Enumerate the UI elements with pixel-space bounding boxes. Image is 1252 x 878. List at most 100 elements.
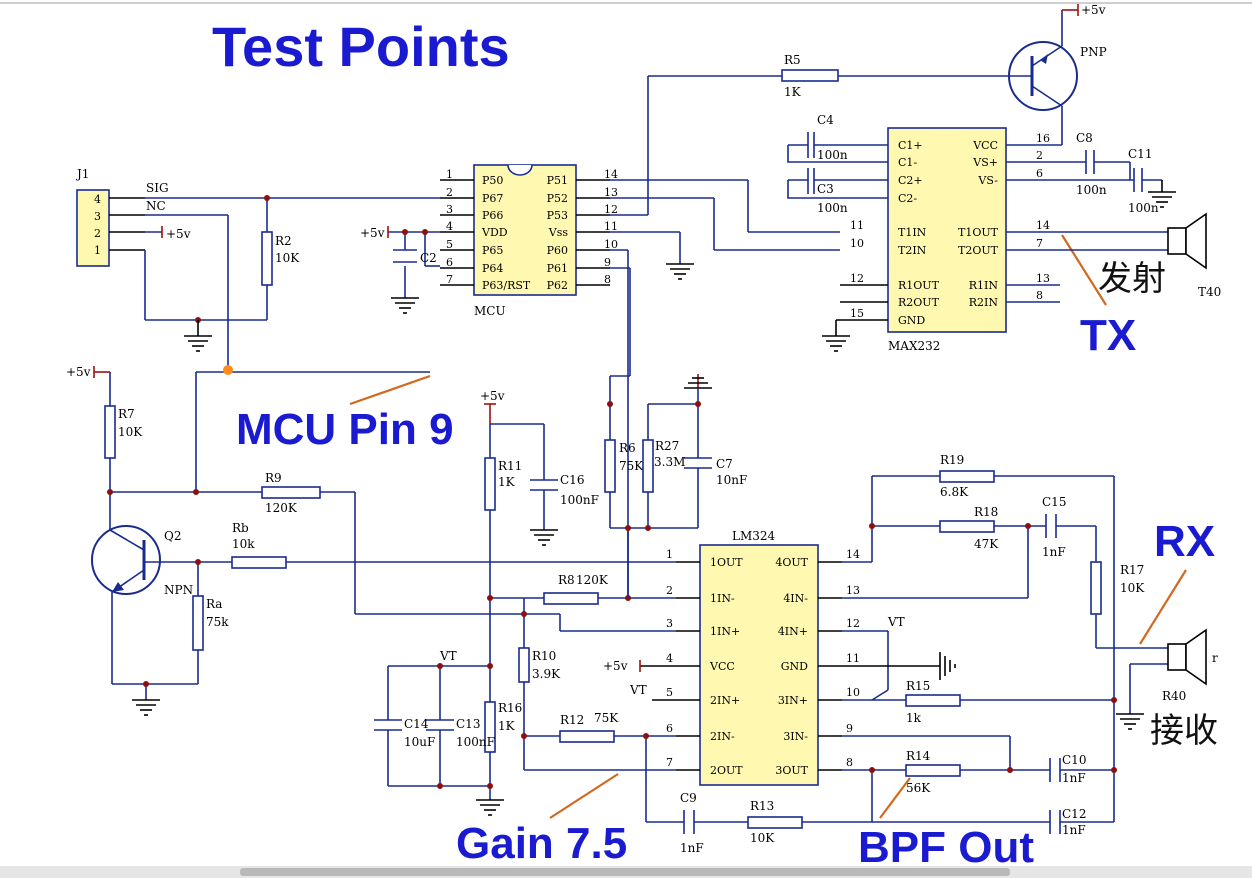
lm324-pin-label: 2IN+ [710,694,740,707]
lm324-pin-number: 4 [666,652,673,665]
svg-text:R6: R6 [619,441,636,455]
annotation-rx: RX [1154,517,1215,566]
svg-text:75k: 75k [206,615,229,629]
ground-r40 [1116,713,1144,730]
svg-text:VT: VT [887,615,905,629]
mcu-pin-label: P52 [547,192,568,205]
svg-text:3.3M: 3.3M [654,455,685,469]
svg-text:1K: 1K [784,85,802,99]
svg-text:R10: R10 [532,649,556,663]
max232-pin-label: C2+ [898,174,923,187]
transistor-q2: Q2 NPN [91,525,193,597]
svg-text:R40: R40 [1162,689,1186,703]
svg-text:10K: 10K [750,831,775,845]
max232-pin-number: 14 [1036,219,1050,232]
svg-text:R9: R9 [265,471,282,485]
lm324-pin-label: 4OUT [775,556,808,569]
svg-text:100n: 100n [817,201,848,215]
lm324-pin-number: 5 [666,686,673,699]
resistor-r14 [905,764,961,777]
mcu-pin-label: P62 [547,279,568,292]
svg-text:10K: 10K [1120,581,1145,595]
svg-text:1k: 1k [906,711,922,725]
mcu-pin-number: 4 [446,220,453,233]
max232-pin-number: 12 [850,272,864,285]
svg-text:R16: R16 [498,701,522,715]
svg-text:10k: 10k [232,537,255,551]
svg-text:10nF: 10nF [716,473,747,487]
mcu-chip: MCU [473,164,577,318]
svg-text:R15: R15 [906,679,930,693]
svg-text:C15: C15 [1042,495,1066,509]
svg-text:C12: C12 [1062,807,1086,821]
resistor-r12 [559,730,615,743]
svg-text:R19: R19 [940,453,964,467]
transistor-pnp: PNP [1008,41,1107,111]
svg-text:6.8K: 6.8K [940,485,969,499]
lm324-pin-number: 3 [666,617,673,630]
svg-text:PNP: PNP [1080,45,1107,59]
resistor-r10 [518,647,530,683]
svg-text:+5v: +5v [1081,3,1106,17]
svg-text:+5v: +5v [166,227,191,241]
mcu-pin-label: P60 [547,244,568,257]
mcu-pin-label: P63/RST [482,279,531,292]
svg-text:VT: VT [629,683,647,697]
resistor-r8 [543,592,599,605]
svg-text:1nF: 1nF [1062,771,1086,785]
resistor-r7 [104,405,116,459]
svg-text:LM324: LM324 [732,529,776,543]
svg-text:R8: R8 [558,573,575,587]
svg-text:100nF: 100nF [560,493,599,507]
mcu-pin-number: 1 [446,168,453,181]
mcu-pin-label: P65 [482,244,503,257]
svg-text:C4: C4 [817,113,834,127]
mcu-pin-number: 9 [604,256,611,269]
svg-text:NC: NC [146,199,166,213]
svg-text:10K: 10K [275,251,300,265]
ground-j1 [184,320,212,352]
svg-text:75K: 75K [619,459,644,473]
svg-text:T40: T40 [1198,285,1221,299]
lm324-pin-number: 11 [846,652,860,665]
annotation-mcu-pin9: MCU Pin 9 [236,405,454,454]
max232-chip: MAX232 [887,127,1007,353]
max232-pin-label: R1IN [969,279,999,292]
scrollbar-thumb[interactable] [240,868,1010,876]
max232-pin-label: R2IN [969,296,999,309]
mcu-pin-number: 13 [604,186,618,199]
mcu-pin-label: P51 [547,174,568,187]
max232-pin-number: 2 [1036,149,1043,162]
resistor-r27 [642,439,654,493]
max232-pin-label: C1- [898,156,917,169]
svg-text:4: 4 [94,193,101,206]
svg-text:+5v: +5v [66,365,91,379]
lm324-pin-number: 6 [666,722,673,735]
svg-text:Ra: Ra [206,597,222,611]
svg-text:1nF: 1nF [1062,823,1086,837]
max232-pin-label: C1+ [898,139,923,152]
transducer-r40: r R40 [1162,628,1218,703]
mcu-pin-number: 8 [604,273,611,286]
svg-text:C3: C3 [817,182,834,196]
lm324-pin-label: 3IN- [783,730,808,743]
svg-text:C7: C7 [716,457,733,471]
mcu-pin-number: 5 [446,238,453,251]
svg-text:J1: J1 [75,167,89,181]
resistor-ra [192,595,204,651]
mcu-pin-number: 3 [446,203,453,216]
svg-text:3: 3 [94,210,101,223]
lm324-pin-label: 2IN- [710,730,735,743]
svg-text:C2: C2 [420,251,437,265]
svg-text:VT: VT [439,649,457,663]
svg-text:120K: 120K [576,573,609,587]
mcu-pin-label: P50 [482,174,503,187]
svg-text:r: r [1212,651,1218,665]
lm324-pin-number: 10 [846,686,860,699]
resistor-r16 [484,701,496,753]
ground-max232-vs [1148,180,1176,208]
mcu-pin-number: 6 [446,256,453,269]
lm324-pin-number: 9 [846,722,853,735]
svg-text:R2: R2 [275,234,292,248]
